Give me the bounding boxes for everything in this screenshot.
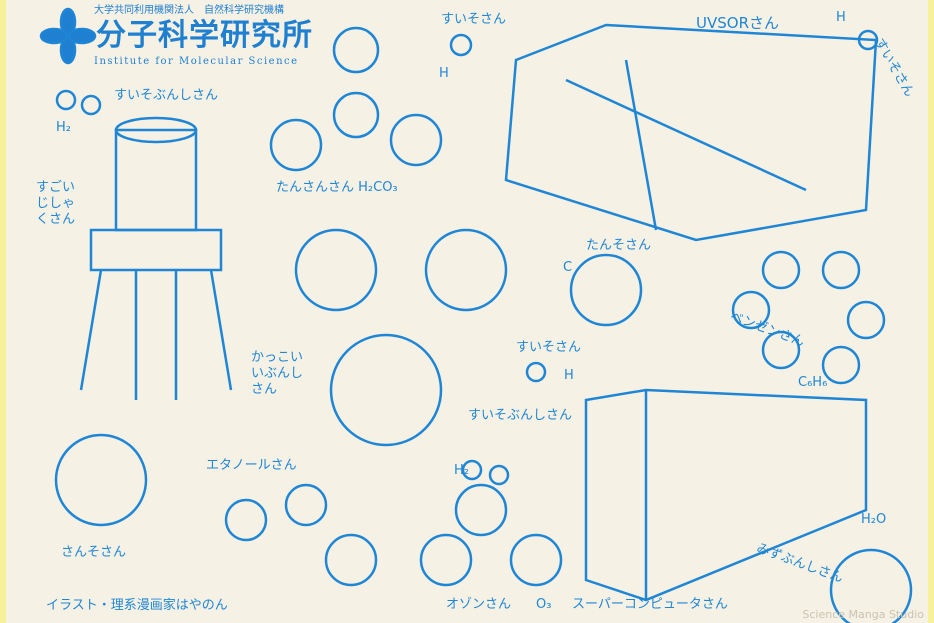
label-c6h6: C₆H₆ (798, 375, 828, 390)
label-h-top: H (439, 66, 449, 81)
label-ethanol: エタノールさん (206, 458, 297, 473)
label-hydrogen-mid: すいそさん (516, 340, 582, 355)
postcard: 大学共同利用機関法人 自然科学研究機構 分子科学研究所 Institute fo… (6, 0, 928, 623)
institute-subtitle: Institute for Molecular Science (94, 56, 299, 67)
label-c: C (563, 260, 573, 275)
watermark: Science Manga Studio (802, 608, 924, 621)
label-h-mid: H (564, 368, 574, 383)
label-h2o: H₂O (861, 512, 887, 527)
illustration (39, 7, 913, 623)
graphene-drawing (294, 228, 508, 447)
magnet-tower-drawing (79, 116, 233, 400)
label-supercomputer: スーパーコンピュータさん (572, 597, 728, 612)
credit: イラスト・理系漫画家はやのん (46, 598, 228, 613)
label-carbon: たんそさん (586, 238, 652, 253)
org-line: 大学共同利用機関法人 自然科学研究機構 (94, 5, 284, 16)
label-carbonic: たんさんさん H₂CO₃ (276, 180, 398, 195)
uvsor-drawing (504, 23, 878, 242)
supercomputer-drawing (584, 388, 868, 602)
label-hydrogen-top: すいそさん (441, 12, 507, 27)
label-cool-molecule: かっこいいぶんしさん (251, 350, 304, 397)
label-oxygen: さんそさん (61, 545, 127, 560)
label-o3: O₃ (536, 597, 552, 612)
label-uvsor: UVSORさん (696, 14, 779, 32)
label-h-right: H (836, 10, 846, 25)
label-h2-molecule-2: すいそぶんしさん (468, 408, 573, 423)
label-h2: H₂ (56, 120, 71, 135)
ims-logo-icon (39, 7, 97, 65)
label-magnet: すごいじしゃくさん (36, 180, 76, 227)
label-ozone: オゾンさん (446, 597, 512, 612)
label-h2-molecule: すいそぶんしさん (114, 88, 219, 103)
label-h2-2: H₂ (454, 463, 469, 478)
face-characters (54, 26, 913, 623)
institute-title: 分子科学研究所 (96, 18, 313, 53)
